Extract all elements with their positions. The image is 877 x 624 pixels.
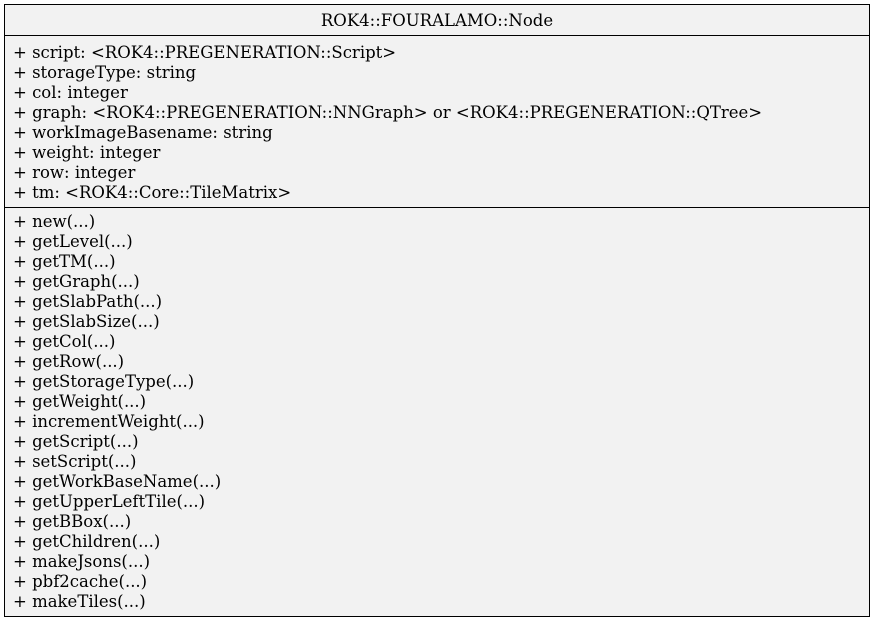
class-name: ROK4::FOURALAMO::Node — [5, 5, 869, 36]
attribute-item: + workImageBasename: string — [13, 123, 273, 142]
method-item: + getBBox(...) — [13, 512, 132, 531]
uml-class-box: ROK4::FOURALAMO::Node + script: <ROK4::P… — [4, 4, 870, 617]
method-item: + getSlabPath(...) — [13, 292, 163, 311]
attribute-item: + storageType: string — [13, 63, 197, 82]
method-item: + getGraph(...) — [13, 272, 140, 291]
method-item: + getChildren(...) — [13, 532, 161, 551]
attributes-compartment: + script: <ROK4::PREGENERATION::Script>+… — [5, 36, 869, 208]
method-item: + getRow(...) — [13, 352, 125, 371]
method-item: + new(...) — [13, 212, 96, 231]
method-item: + makeTiles(...) — [13, 592, 146, 611]
method-item: + makeJsons(...) — [13, 552, 151, 571]
method-item: + getUpperLeftTile(...) — [13, 492, 206, 511]
attribute-item: + col: integer — [13, 83, 128, 102]
attribute-item: + graph: <ROK4::PREGENERATION::NNGraph> … — [13, 103, 763, 122]
method-item: + setScript(...) — [13, 452, 137, 471]
method-item: + getTM(...) — [13, 252, 116, 271]
method-item: + getCol(...) — [13, 332, 116, 351]
methods-compartment: + new(...)+ getLevel(...)+ getTM(...)+ g… — [5, 208, 869, 616]
method-item: + getWorkBaseName(...) — [13, 472, 222, 491]
method-item: + getWeight(...) — [13, 392, 147, 411]
method-item: + incrementWeight(...) — [13, 412, 205, 431]
method-item: + getStorageType(...) — [13, 372, 195, 391]
attribute-item: + row: integer — [13, 163, 136, 182]
method-item: + pbf2cache(...) — [13, 572, 148, 591]
attribute-item: + tm: <ROK4::Core::TileMatrix> — [13, 183, 292, 202]
method-item: + getScript(...) — [13, 432, 139, 451]
attribute-item: + script: <ROK4::PREGENERATION::Script> — [13, 43, 397, 62]
attribute-item: + weight: integer — [13, 143, 161, 162]
method-item: + getSlabSize(...) — [13, 312, 160, 331]
method-item: + getLevel(...) — [13, 232, 133, 251]
